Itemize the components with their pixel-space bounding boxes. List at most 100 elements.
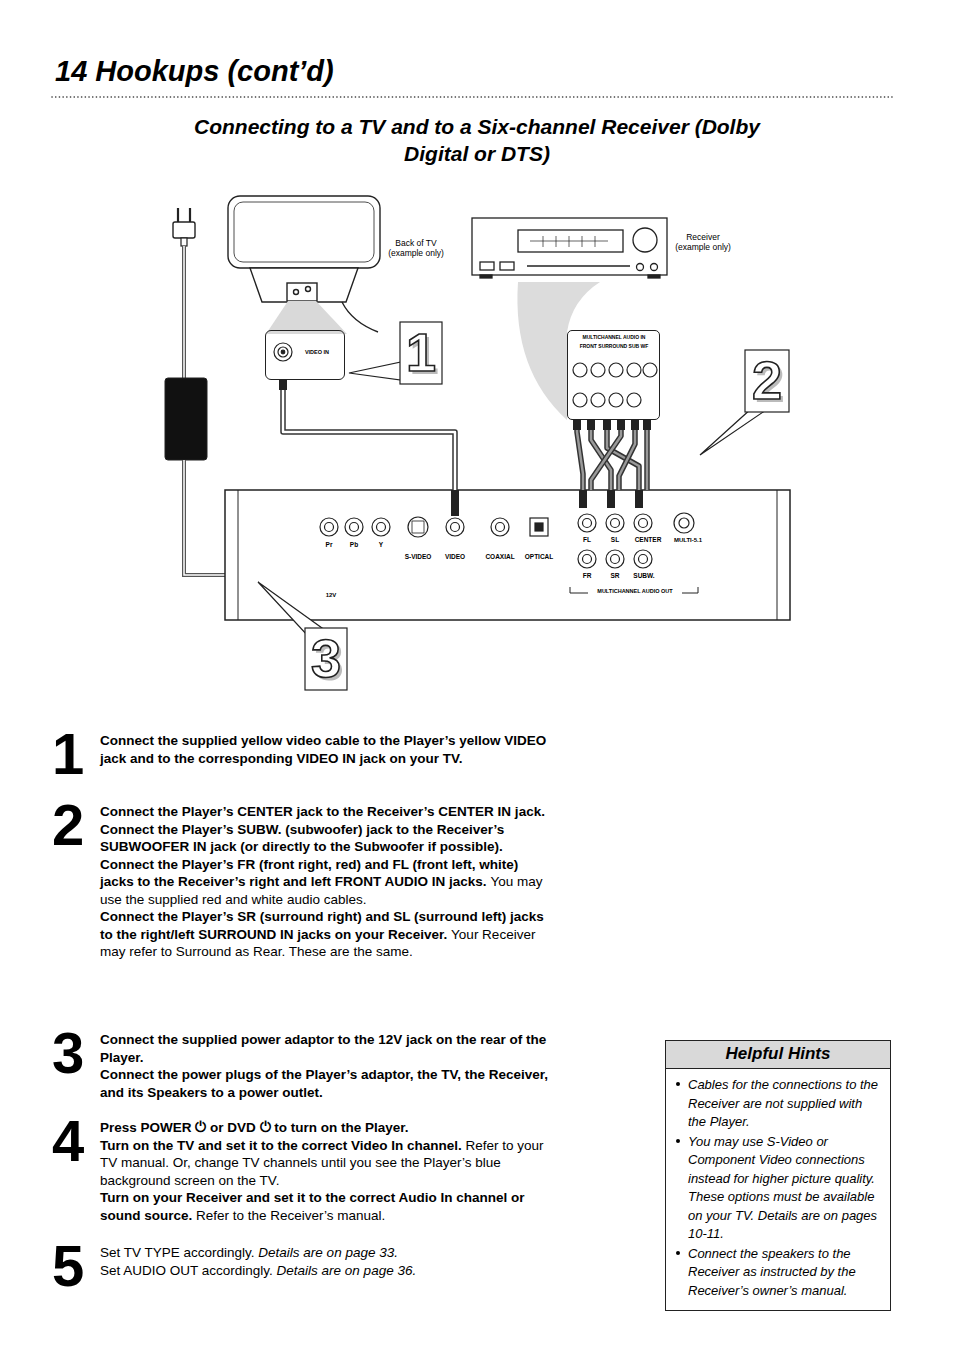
instruction: Connect the Player’s FR (front right, re… xyxy=(100,857,518,890)
jack-label: FRONT SURROUND SUB WF xyxy=(580,344,649,349)
player-jacks xyxy=(320,513,694,568)
plug xyxy=(603,420,611,430)
tv-video-jack xyxy=(274,343,292,361)
plug xyxy=(587,420,595,430)
step-line: Connect the supplied yellow video cable … xyxy=(100,732,555,767)
jack-label: SL xyxy=(611,537,619,544)
hint-text: Cables for the connections to the Receiv… xyxy=(688,1077,878,1129)
instruction: Connect the Player’s SUBW. (subwoofer) j… xyxy=(100,822,504,855)
plug xyxy=(643,420,651,430)
cable-core xyxy=(283,380,455,490)
plug xyxy=(279,380,287,390)
jack-label: SR xyxy=(610,573,619,580)
jack-panel: MULTICHANNEL AUDIO IN FRONT SURROUND SUB … xyxy=(567,330,660,420)
jack-label: SUBW. xyxy=(633,573,654,580)
cable-outline xyxy=(644,420,650,490)
hint-item: Cables for the connections to the Receiv… xyxy=(674,1075,882,1131)
player-rear-panel: Pr Pb Y S-VIDEO VIDEO COAXIAL OPTICAL FL SL CENTE… xyxy=(225,490,790,620)
note-label: Back of TV (example only) xyxy=(383,238,449,258)
bullet-dot xyxy=(676,1139,680,1143)
hint-text: You may use S-Video or Component Video c… xyxy=(688,1134,877,1242)
receiver-drawing xyxy=(472,218,667,278)
step-text: Connect the supplied yellow video cable … xyxy=(100,732,555,767)
hints-heading: Helpful Hints xyxy=(666,1041,890,1069)
step-number: 1 xyxy=(52,725,84,783)
jack-label: VIDEO xyxy=(445,554,465,561)
bullet-dot xyxy=(676,1082,680,1086)
step-line: Connect the Player’s SUBW. (subwoofer) j… xyxy=(100,821,555,856)
instruction: Refer to the Receiver’s manual. xyxy=(196,1208,385,1223)
jack-label: MULTICHANNEL AUDIO OUT xyxy=(597,589,672,595)
step-line: Connect the power plugs of the Player’s … xyxy=(100,1066,555,1101)
step-line: Turn on the TV and set it to the correct… xyxy=(100,1137,555,1190)
instruction: Connect the supplied power adaptor to th… xyxy=(100,1032,546,1065)
jack-label: COAXIAL xyxy=(485,554,514,561)
jack-label: MULTI-5.1 xyxy=(674,537,702,543)
section-title: Connecting to a TV and to a Six-channel … xyxy=(170,113,784,167)
instruction: Details are on page 33. xyxy=(258,1245,398,1260)
receiver-jacks xyxy=(573,363,657,407)
jack-label: Pb xyxy=(350,542,358,549)
step-text: Press POWER ⏻ or DVD ⏻ to turn on the Pl… xyxy=(100,1119,555,1224)
step-line: Connect the Player’s FR (front right, re… xyxy=(100,856,555,909)
cable-plugs xyxy=(451,490,643,516)
zoom-wedge xyxy=(517,282,600,420)
plug xyxy=(573,420,581,430)
bullet-dot xyxy=(676,1251,680,1255)
hint-item: You may use S-Video or Component Video c… xyxy=(674,1132,882,1243)
cable-outline xyxy=(619,420,635,490)
instruction: Connect the Player’s CENTER jack to the … xyxy=(100,804,545,819)
step-number: 3 xyxy=(52,1024,84,1082)
callout-number: 2 xyxy=(746,350,788,410)
callout-number: 3 xyxy=(305,628,347,688)
instruction: Press POWER ⏻ or DVD ⏻ to turn on the Pl… xyxy=(100,1120,409,1135)
cable-core xyxy=(619,420,635,490)
jack-label: CENTER xyxy=(635,537,662,544)
player-body xyxy=(225,490,790,620)
jack-panel: VIDEO IN xyxy=(265,330,345,380)
step-line: Connect the Player’s SR (surround right)… xyxy=(100,908,555,961)
callout-boxes xyxy=(258,322,789,690)
jack-label: FR xyxy=(583,573,592,580)
dotted-rule xyxy=(52,96,895,98)
hints-box: Helpful HintsCables for the connections … xyxy=(665,1040,891,1311)
cable-outline xyxy=(283,380,455,490)
instruction: Details are on page 36. xyxy=(277,1263,417,1278)
step-line: Set AUDIO OUT accordingly.Details are on… xyxy=(100,1262,555,1280)
step-line: Connect the supplied power adaptor to th… xyxy=(100,1031,555,1066)
instruction: Turn on the TV and set it to the correct… xyxy=(100,1138,462,1153)
step-number: 4 xyxy=(52,1112,84,1170)
step-number: 2 xyxy=(52,796,84,854)
cable xyxy=(619,420,639,490)
step-text: Connect the supplied power adaptor to th… xyxy=(100,1031,555,1101)
jack-label: 12V xyxy=(326,592,337,598)
jack-label: OPTICAL xyxy=(525,554,554,561)
callout-number: 1 xyxy=(400,322,442,382)
step-line: Set TV TYPE accordingly.Details are on p… xyxy=(100,1244,555,1262)
instruction: Set TV TYPE accordingly. xyxy=(100,1245,255,1260)
step-text: Set TV TYPE accordingly.Details are on p… xyxy=(100,1244,555,1279)
instruction: Connect the supplied yellow video cable … xyxy=(100,733,546,766)
hint-item: Connect the speakers to the Receiver as … xyxy=(674,1244,882,1300)
jack-label: Y xyxy=(379,542,383,549)
step-number: 5 xyxy=(52,1237,84,1295)
step-line: Press POWER ⏻ or DVD ⏻ to turn on the Pl… xyxy=(100,1119,555,1137)
jack-label: FL xyxy=(583,537,591,544)
jack-label: MULTICHANNEL AUDIO IN xyxy=(583,335,646,340)
note-label: Receiver (example only) xyxy=(670,232,736,252)
cable xyxy=(573,420,583,490)
step-line: Connect the Player’s CENTER jack to the … xyxy=(100,803,555,821)
page-header: 14 Hookups (cont’d) xyxy=(55,55,334,88)
cable-core xyxy=(577,420,583,490)
jack-label: Pr xyxy=(326,542,333,549)
step-text: Connect the Player’s CENTER jack to the … xyxy=(100,803,555,961)
hints-list: Cables for the connections to the Receiv… xyxy=(666,1069,890,1310)
cable xyxy=(279,380,455,490)
step-line: Turn on your Receiver and set it to the … xyxy=(100,1189,555,1224)
plug xyxy=(631,420,639,430)
cable-core xyxy=(646,420,649,490)
jack-label: VIDEO IN xyxy=(305,350,329,356)
cable-outline xyxy=(577,420,583,490)
jack-label: S-VIDEO xyxy=(405,554,432,561)
plug xyxy=(617,420,625,430)
